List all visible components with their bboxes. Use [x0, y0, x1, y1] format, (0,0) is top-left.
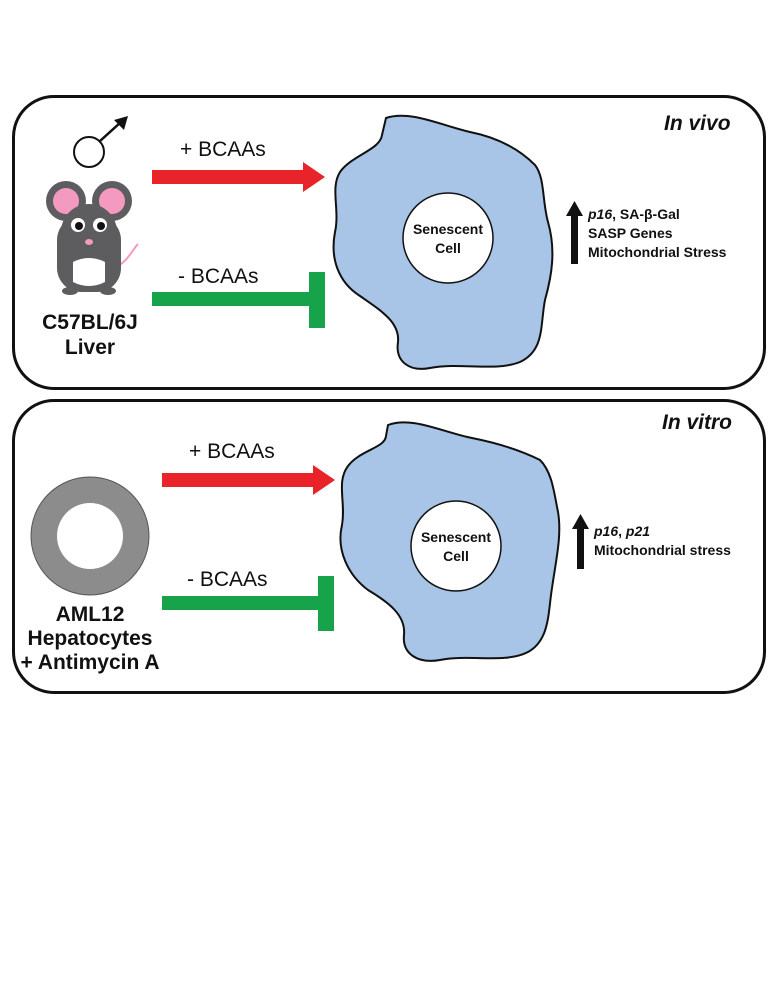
- mouse-icon: [46, 181, 139, 295]
- increase-arrow: [566, 201, 583, 264]
- effect-item: SASP Genes: [588, 225, 673, 241]
- effect-item: Mitochondrial stress: [594, 542, 731, 558]
- context-label: In vitro: [662, 411, 733, 434]
- cell-label: Senescent Cell: [393, 220, 503, 258]
- model-label-line: Hepatocytes: [27, 627, 153, 650]
- cell-label-line: Senescent: [412, 221, 484, 237]
- increase-arrow: [572, 514, 589, 569]
- cell-label-line: Cell: [443, 548, 469, 564]
- effects-list: p16, SA-β-Gal SASP Genes Mitochondrial S…: [588, 205, 726, 262]
- model-label-line: AML12: [55, 603, 125, 626]
- model-label-line: C57BL/6J: [42, 311, 138, 334]
- context-label: In vivo: [664, 112, 731, 135]
- effect-item: p16, p21: [594, 523, 651, 539]
- model-label: AML12 Hepatocytes + Antimycin A: [12, 603, 168, 675]
- inhibit-arrow: [162, 576, 334, 631]
- model-label: C57BL/6J Liver: [20, 310, 160, 360]
- effect-item: Mitochondrial Stress: [588, 244, 727, 260]
- cell-label-line: Cell: [435, 240, 461, 256]
- remove-bcaa-label: - BCAAs: [178, 265, 259, 288]
- hepatocyte-ring-icon: [30, 476, 150, 596]
- cell-label-line: Senescent: [420, 529, 492, 545]
- model-label-line: Liver: [64, 336, 116, 359]
- remove-bcaa-label: - BCAAs: [187, 568, 268, 591]
- add-bcaa-label: + BCAAs: [180, 138, 266, 161]
- cell-nucleus: [410, 500, 502, 592]
- inhibit-arrow: [152, 272, 325, 328]
- effect-item: p16, SA-β-Gal: [588, 206, 680, 222]
- cell-label: Senescent Cell: [401, 528, 511, 566]
- add-bcaa-label: + BCAAs: [189, 440, 275, 463]
- effects-list: p16, p21 Mitochondrial stress: [594, 522, 731, 560]
- promote-arrow: [162, 465, 335, 495]
- model-label-line: + Antimycin A: [20, 651, 160, 674]
- cell-nucleus: [402, 192, 494, 284]
- male-symbol-icon: [73, 116, 128, 168]
- promote-arrow: [152, 162, 325, 192]
